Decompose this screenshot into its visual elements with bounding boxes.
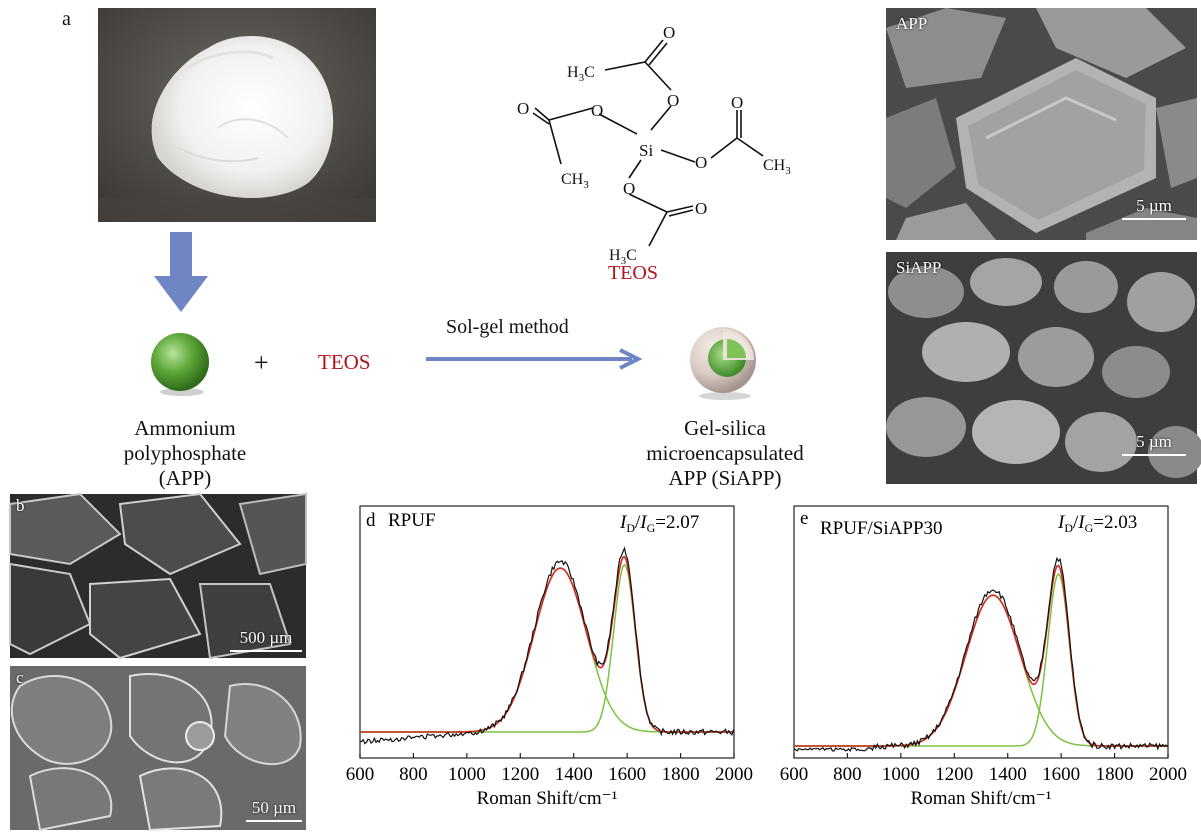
x-tick-label: 1000 <box>882 764 920 785</box>
sol-gel-method-label: Sol-gel method <box>446 316 569 338</box>
structure-oxygen: O <box>663 23 675 42</box>
svg-text:O: O <box>731 93 743 112</box>
sem-c-scalebar: 50 µm <box>246 798 302 822</box>
x-tick-label: 800 <box>833 764 862 785</box>
teos-structure-label: TEOS <box>608 262 658 284</box>
x-tick-label: 600 <box>346 764 375 785</box>
x-tick-label: 1600 <box>1042 764 1080 785</box>
reaction-arrow-icon <box>426 348 643 370</box>
siapp-caption: Gel-silica microencapsulated APP (SiAPP) <box>646 416 804 490</box>
sem-siapp-label: SiAPP <box>896 258 942 277</box>
svg-text:O: O <box>667 91 679 110</box>
svg-text:CH3: CH3 <box>561 171 589 191</box>
chart-d-xlabel: Roman Shift/cm⁻¹ <box>477 788 618 809</box>
x-tick-label: 1600 <box>608 764 646 785</box>
panel-label-d: d <box>366 510 376 531</box>
svg-text:H3C: H3C <box>567 64 595 84</box>
chart-e-ratio: ID/IG=2.03 <box>1057 512 1137 535</box>
chart-e-title: RPUF/SiAPP30 <box>820 518 943 539</box>
sem-image-b: b 500 µm <box>9 492 307 660</box>
x-tick-label: 1200 <box>501 764 539 785</box>
raman-chart-d: 600 800 1000 1200 1400 1600 1800 2000 d RPUF ID… <box>346 505 753 809</box>
x-tick-label: 600 <box>780 764 809 785</box>
svg-text:O: O <box>695 153 707 172</box>
series-measured <box>360 546 735 745</box>
sem-app-scalebar: 5 µm <box>1122 196 1186 220</box>
x-tick-label: 1400 <box>555 764 593 785</box>
x-tick-label: 1400 <box>989 764 1027 785</box>
sem-app-label: APP <box>896 14 928 33</box>
svg-text:O: O <box>591 101 603 120</box>
chart-e-xlabel: Roman Shift/cm⁻¹ <box>911 788 1052 809</box>
sem-image-siapp: SiAPP 5 µm <box>886 252 1201 484</box>
down-arrow-icon <box>154 232 208 312</box>
panel-label-a: a <box>62 8 71 30</box>
app-caption: Ammonium polyphosphate (APP) <box>123 416 247 490</box>
siapp-core-shell-icon <box>690 327 756 400</box>
structure-silicon: Si <box>639 141 653 160</box>
svg-text:O: O <box>517 99 529 118</box>
teos-reagent-label: TEOS <box>318 350 371 374</box>
x-tick-label: 1000 <box>448 764 486 785</box>
x-tick-label: 2000 <box>1149 764 1187 785</box>
x-tick-label: 1800 <box>1096 764 1134 785</box>
sem-siapp-scalebar: 5 µm <box>1122 432 1186 456</box>
sem-b-scalebar: 500 µm <box>230 628 302 652</box>
sem-image-app: APP 5 µm <box>886 8 1197 240</box>
chart-d-frame <box>359 505 735 759</box>
x-tick-label: 1200 <box>935 764 973 785</box>
series-measured <box>793 556 1168 752</box>
raman-chart-e: 600 800 1000 1200 1400 1600 1800 2000 e RPUF/Si… <box>780 505 1187 809</box>
chart-d-ratio: ID/IG=2.07 <box>619 512 699 535</box>
panel-label-e: e <box>800 508 808 529</box>
chart-d-title: RPUF <box>388 510 436 531</box>
sem-image-c: c 50 µm <box>10 666 306 832</box>
svg-text:O: O <box>623 179 635 198</box>
series-fit-sum <box>794 564 1168 747</box>
plus-sign: + <box>254 348 269 377</box>
svg-text:H3C: H3C <box>609 247 637 267</box>
teos-structure-diagram: H3C O O O O Si O O CH3 CH3 O O H3C <box>517 23 791 267</box>
svg-text:CH3: CH3 <box>763 157 791 177</box>
x-tick-label: 800 <box>399 764 428 785</box>
x-tick-label: 2000 <box>715 764 753 785</box>
panel-label-c: c <box>16 668 24 687</box>
app-sphere-icon <box>151 333 209 396</box>
x-tick-label: 1800 <box>662 764 700 785</box>
app-powder-photo <box>98 8 376 222</box>
chart-e-frame <box>793 505 1169 759</box>
svg-text:O: O <box>695 199 707 218</box>
panel-label-b: b <box>16 496 25 515</box>
